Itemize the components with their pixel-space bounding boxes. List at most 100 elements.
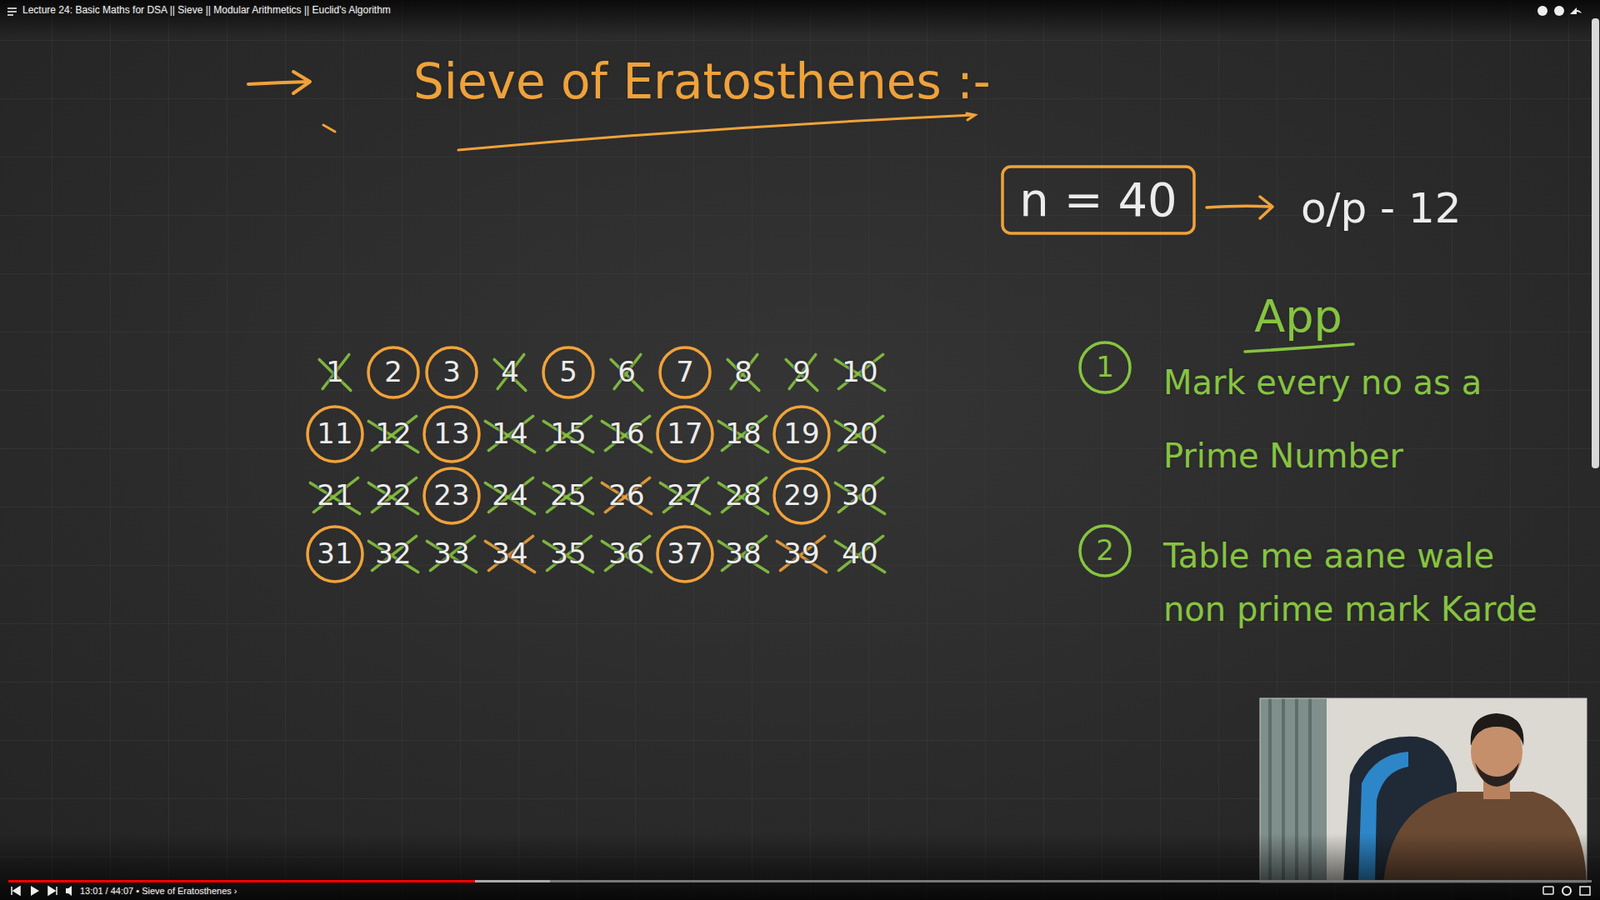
step-text: Table me aane wale non prime mark Karde: [1163, 529, 1555, 636]
node-text: 2: [1095, 535, 1115, 566]
crossed-number: 14: [491, 417, 528, 450]
box-border: [1002, 166, 1195, 234]
settings-icon: [1562, 886, 1571, 895]
node-text: 1: [1095, 351, 1115, 383]
node-text: 37: [666, 538, 703, 570]
prime-circle: 13: [422, 405, 481, 464]
person-beard: [1475, 762, 1520, 787]
circle-border: [426, 347, 477, 398]
circle-border: [1080, 342, 1130, 393]
timestamp: 13:01 / 44:07 • Sieve of Eratosthenes ›: [80, 885, 238, 897]
prime-circle: 11: [305, 405, 365, 464]
cross-stroke: [663, 477, 708, 512]
volume-icon: [65, 885, 72, 896]
cross-stroke: [488, 477, 533, 512]
player-bar: [0, 833, 1600, 900]
cross-stroke: [546, 477, 591, 512]
cross-stroke: [546, 415, 591, 450]
prime-circle: 17: [655, 405, 715, 464]
node-text: 17: [666, 418, 703, 450]
captions-icon: [1543, 886, 1554, 895]
cross-stroke: [371, 477, 416, 512]
clock-icon: [1554, 5, 1565, 16]
cross-stroke: [313, 477, 358, 512]
prime-circle: 3: [425, 345, 479, 400]
node-text: 19: [783, 418, 820, 450]
cross-stroke: [789, 354, 816, 389]
node-text: 31: [316, 538, 353, 570]
circle-border: [307, 406, 363, 462]
crossed-number: 39: [783, 537, 820, 570]
prime-circle: 29: [772, 466, 831, 525]
circle-border: [543, 347, 594, 398]
prime-circle: 19: [772, 405, 831, 464]
circle-border: [660, 347, 710, 398]
next-icon: [48, 886, 57, 895]
node-text: 13: [433, 418, 470, 450]
underline-end: [966, 113, 975, 120]
node-text: 7: [675, 356, 695, 388]
top-bar: [0, 0, 1600, 37]
result-arrow: [1206, 205, 1270, 208]
step-number: 2: [1078, 524, 1132, 578]
crossed-number: 1: [325, 355, 345, 389]
crossed-number: 36: [608, 537, 645, 570]
crossed-number: 30: [841, 479, 878, 512]
cross-stroke: [721, 535, 766, 570]
output-note: o/p - 12: [1300, 185, 1462, 234]
crossed-number: 8: [734, 355, 753, 389]
menu-icon: [7, 8, 17, 15]
cross-stroke: [614, 354, 641, 389]
title-underline: [458, 115, 974, 150]
person-hair: [1470, 713, 1525, 746]
circle-border: [424, 406, 480, 462]
cross-stroke: [605, 477, 650, 512]
cross-stroke: [605, 415, 650, 450]
crossed-number: 34: [491, 537, 528, 570]
cross-stroke: [371, 415, 416, 450]
crossed-number: 4: [500, 355, 520, 389]
pointer-arrow: [248, 81, 309, 85]
circle-border: [774, 468, 830, 524]
node-text: 23: [433, 480, 470, 511]
crossed-number: 33: [433, 537, 470, 570]
circle-border: [307, 526, 363, 582]
cross-stroke: [838, 415, 883, 450]
heading-underline: [1245, 344, 1354, 352]
scrollbar: [1591, 18, 1600, 469]
input-box: n = 40: [1000, 165, 1196, 235]
cross-stroke: [488, 415, 533, 450]
cross-stroke: [730, 354, 758, 389]
node-text: 29: [783, 480, 820, 511]
cross-stroke: [371, 535, 416, 570]
arrow-head: [293, 71, 310, 94]
crossed-number: 35: [550, 537, 586, 570]
prime-circle: 7: [658, 345, 712, 400]
crossed-number: 28: [725, 479, 761, 512]
pen-tick: [323, 125, 335, 132]
fullscreen-icon: [1580, 886, 1590, 895]
cross-stroke: [605, 535, 650, 570]
crossed-number: 20: [841, 417, 878, 450]
cross-stroke: [497, 354, 525, 389]
progress-buffer: [475, 880, 550, 883]
crossed-number: 6: [617, 355, 636, 389]
cross-stroke: [546, 535, 591, 570]
node-text: 11: [316, 418, 353, 450]
cross-stroke: [721, 477, 766, 512]
cross-stroke: [838, 354, 883, 389]
crossed-number: 15: [550, 417, 586, 450]
circle-border: [657, 406, 713, 462]
crossed-number: 10: [841, 355, 878, 389]
cross-stroke: [721, 415, 766, 450]
progress-track: [8, 880, 1592, 883]
crossed-number: 27: [666, 479, 703, 512]
menu-line: [7, 7, 17, 10]
crossed-number: 22: [375, 479, 411, 512]
circle-border: [424, 468, 480, 524]
crossed-number: 32: [375, 537, 411, 570]
circle-border: [657, 526, 713, 582]
prime-circle: 5: [541, 345, 595, 400]
cross-stroke: [780, 535, 825, 570]
